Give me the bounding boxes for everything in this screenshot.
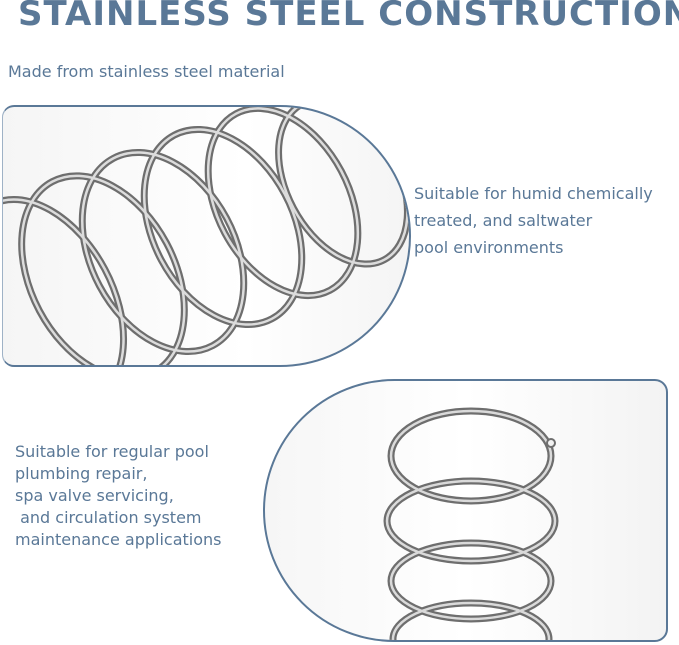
- page-subtitle: Made from stainless steel material: [8, 62, 285, 81]
- spring-end-view-image: [263, 379, 668, 642]
- feature-pool-plumbing: Suitable for regular pool plumbing repai…: [15, 441, 260, 551]
- spring-side-view-image: [2, 105, 411, 367]
- feature-left-line: Suitable for regular pool: [15, 442, 209, 461]
- page-title: STAINLESS STEEL CONSTRUCTION: [18, 0, 679, 34]
- feature-right-line: treated, and saltwater: [414, 211, 593, 230]
- spring-side-view-icon: [3, 107, 409, 365]
- feature-left-line: spa valve servicing,: [15, 486, 174, 505]
- feature-left-line: maintenance applications: [15, 530, 222, 549]
- feature-left-line: and circulation system: [15, 508, 202, 527]
- spring-end-view-icon: [383, 407, 559, 640]
- feature-right-line: Suitable for humid chemically: [414, 184, 653, 203]
- feature-left-line: plumbing repair,: [15, 464, 148, 483]
- feature-humid-environments: Suitable for humid chemically treated, a…: [414, 180, 679, 261]
- feature-right-line: pool environments: [414, 238, 564, 257]
